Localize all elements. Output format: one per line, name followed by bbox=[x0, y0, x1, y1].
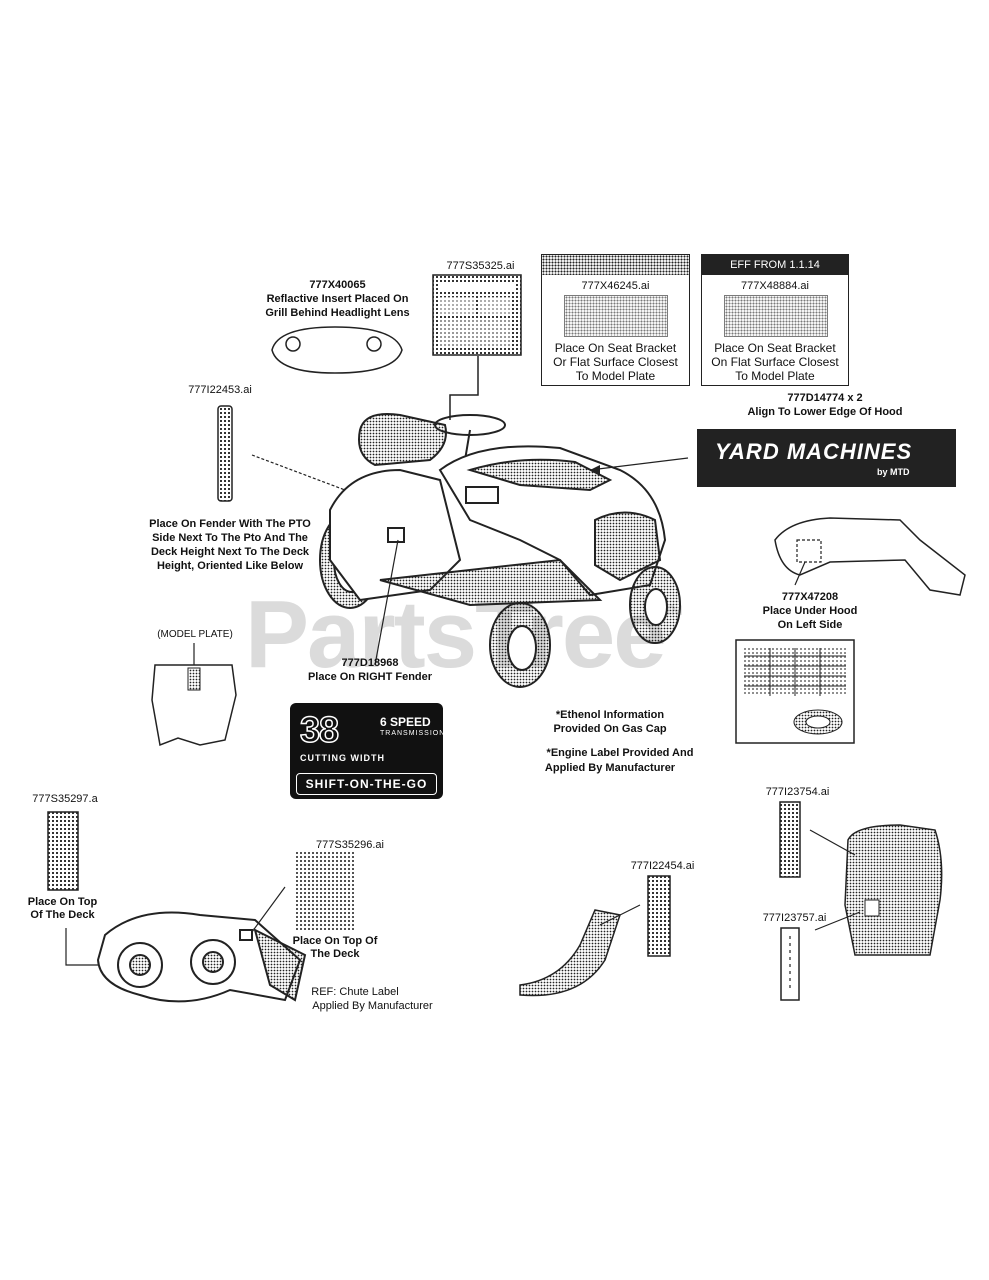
seat-bracket-note-3: To Model Plate bbox=[575, 369, 656, 383]
seat-rear-drawing bbox=[844, 824, 943, 956]
ethanol-note-2: Provided On Gas Cap bbox=[553, 723, 667, 735]
cutting-width-number: 38 bbox=[299, 709, 340, 750]
part-number-777x47208: 777X47208 bbox=[781, 591, 839, 603]
transmission-text: TRANSMISSION bbox=[380, 730, 446, 737]
part-number-777i23754: 777I23754.ai bbox=[765, 786, 830, 798]
effective-date-header: EFF FROM 1.1.14 bbox=[702, 255, 848, 275]
part-number-777s35297: 777S35297.a bbox=[32, 793, 98, 805]
model-plate-label: (MODEL PLATE) bbox=[157, 629, 233, 640]
cutting-width-text: CUTTING WIDTH bbox=[300, 753, 385, 763]
seat-bracket-note-2: Or Flat Surface Closest bbox=[553, 355, 678, 369]
emissions-info-graphic bbox=[564, 295, 668, 337]
seat-bracket-note-2: On Flat Surface Closest bbox=[711, 355, 839, 369]
deck-label-777s35296 bbox=[296, 850, 356, 930]
discharge-chute-drawing bbox=[519, 909, 621, 997]
box-header-pattern bbox=[542, 255, 689, 275]
engine-note-2: Applied By Manufacturer bbox=[544, 762, 676, 774]
ethanol-note-1: *Ethenol Information bbox=[555, 709, 665, 721]
part-number-777d14774: 777D14774 x 2 bbox=[787, 392, 863, 404]
emissions-info-graphic bbox=[724, 295, 828, 337]
decal-777i22454 bbox=[647, 875, 671, 957]
part-number-777i22454: 777I22454.ai bbox=[630, 860, 695, 872]
under-hood-note-1: Place Under Hood bbox=[762, 605, 858, 617]
reflective-insert-note-1: Reflactive Insert Placed On bbox=[266, 293, 409, 305]
by-mtd-text: by MTD bbox=[877, 467, 910, 477]
seat-bracket-note-3: To Model Plate bbox=[735, 369, 815, 383]
fender-note-2: Side Next To The Pto And The bbox=[152, 532, 308, 544]
yard-machines-logo: YARD MACHINES bbox=[715, 439, 913, 464]
yard-machines-hood-decal: YARD MACHINES by MTD bbox=[697, 429, 956, 487]
cutting-width-decal: 38 6 SPEED TRANSMISSION CUTTING WIDTH SH… bbox=[290, 703, 446, 799]
chute-note-1: REF: Chute Label bbox=[311, 986, 399, 998]
lawn-tractor-drawing bbox=[319, 413, 681, 688]
deck-label-777s35297 bbox=[47, 811, 79, 891]
seat-bracket-note-1: Place On Seat Bracket bbox=[714, 341, 836, 355]
part-number-777x40065: 777X40065 bbox=[309, 279, 366, 291]
mower-deck-drawing bbox=[96, 911, 307, 1003]
decal-strip-777i22453 bbox=[217, 405, 233, 502]
label-box-777x48884: EFF FROM 1.1.14 777X48884.ai Place On Se… bbox=[701, 254, 849, 386]
deck-top-note-1: Place On Top bbox=[27, 896, 98, 908]
seat-bracket-note-1: Place On Seat Bracket bbox=[554, 341, 677, 355]
part-number-777d18968: 777D18968 bbox=[341, 657, 399, 669]
part-number-777s35325: 777S35325.ai bbox=[446, 260, 515, 272]
part-number-777x48884: 777X48884.ai bbox=[741, 280, 809, 292]
decal-777i23754 bbox=[779, 801, 801, 878]
shift-on-the-go-text: SHIFT-ON-THE-GO bbox=[296, 773, 437, 795]
chute-note-2: Applied By Manufacturer bbox=[312, 1000, 433, 1012]
under-hood-note-2: On Left Side bbox=[777, 619, 843, 631]
label-box-777x46245: 777X46245.ai Place On Seat Bracket Or Fl… bbox=[541, 254, 690, 386]
speed-text: 6 SPEED bbox=[380, 715, 431, 729]
part-number-777i22453: 777I22453.ai bbox=[188, 384, 252, 396]
part-number-777x46245: 777X46245.ai bbox=[581, 280, 650, 292]
part-number-777i23757: 777I23757.ai bbox=[762, 912, 827, 924]
reflective-insert-note-2: Grill Behind Headlight Lens bbox=[265, 307, 410, 319]
deck-top-note-2: Of The Deck bbox=[30, 909, 95, 921]
lens-hole-right bbox=[366, 336, 382, 352]
fender-note-1: Place On Fender With The PTO bbox=[149, 518, 311, 530]
deck-top-of-note-1: Place On Top Of bbox=[292, 935, 378, 947]
lens-hole-left bbox=[285, 336, 301, 352]
hood-underside-drawing bbox=[774, 517, 966, 596]
part-number-777s35296: 777S35296.ai bbox=[316, 839, 384, 851]
fender-note-3: Deck Height Next To The Deck bbox=[150, 546, 310, 558]
right-fender-note: Place On RIGHT Fender bbox=[307, 671, 433, 683]
fender-note-4: Height, Oriented Like Below bbox=[156, 560, 304, 572]
engine-note-1: *Engine Label Provided And bbox=[546, 747, 694, 759]
hood-align-note: Align To Lower Edge Of Hood bbox=[747, 406, 903, 418]
fender-model-plate-drawing bbox=[151, 664, 237, 747]
deck-top-of-note-2: The Deck bbox=[310, 948, 360, 960]
